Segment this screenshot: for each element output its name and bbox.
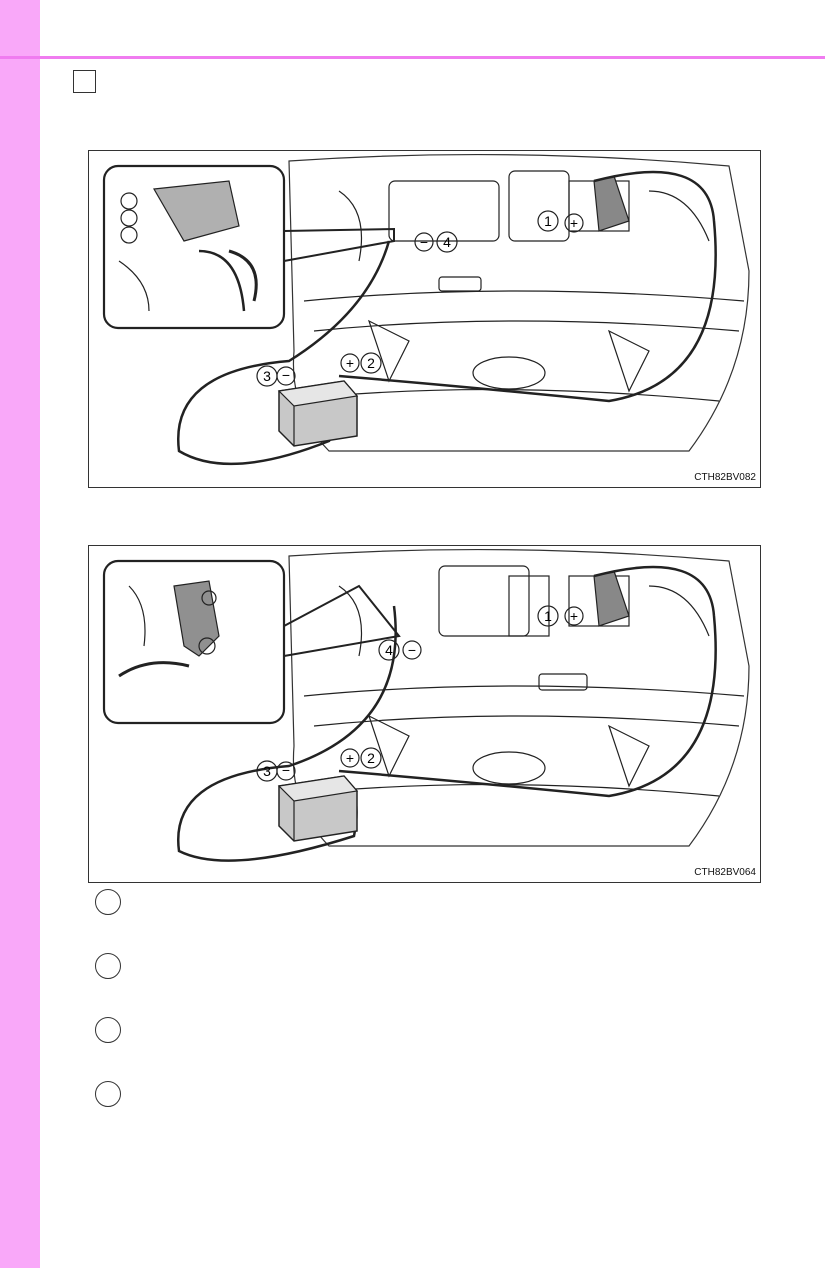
- header-rule: [0, 56, 825, 59]
- minus-sign-engine: −: [420, 234, 428, 250]
- step-marker-2: [95, 953, 121, 979]
- plus-sign-vehicle: +: [570, 608, 578, 624]
- label-4: 4: [443, 234, 451, 250]
- label-2: 2: [367, 355, 375, 371]
- jump-start-illustration-2: − + − + 3 2 4 1: [102, 548, 750, 862]
- jump-start-illustration-1: − + − + 3 2 4 1: [102, 153, 750, 466]
- label-4: 4: [385, 642, 393, 658]
- figure-code: CTH82BV064: [694, 867, 756, 878]
- step-marker-1: [95, 889, 121, 915]
- step-marker-4: [95, 1081, 121, 1107]
- jump-start-figure-2: − + − + 3 2 4 1 CTH82BV064: [88, 545, 761, 883]
- label-1: 1: [544, 608, 552, 624]
- plus-sign-vehicle: +: [570, 215, 578, 231]
- label-1: 1: [544, 213, 552, 229]
- label-3: 3: [263, 763, 271, 779]
- left-color-band: [0, 0, 40, 1268]
- figure-code: CTH82BV082: [694, 472, 756, 483]
- label-2: 2: [367, 750, 375, 766]
- label-3: 3: [263, 368, 271, 384]
- minus-sign-engine: −: [408, 642, 416, 658]
- section-checkbox: [73, 70, 96, 93]
- plus-sign-battery: +: [346, 750, 354, 766]
- plus-sign-battery: +: [346, 355, 354, 371]
- minus-sign-battery: −: [282, 367, 290, 383]
- minus-sign-battery: −: [282, 762, 290, 778]
- step-marker-3: [95, 1017, 121, 1043]
- jump-start-figure-1: − + − + 3 2 4 1 CTH82BV082: [88, 150, 761, 488]
